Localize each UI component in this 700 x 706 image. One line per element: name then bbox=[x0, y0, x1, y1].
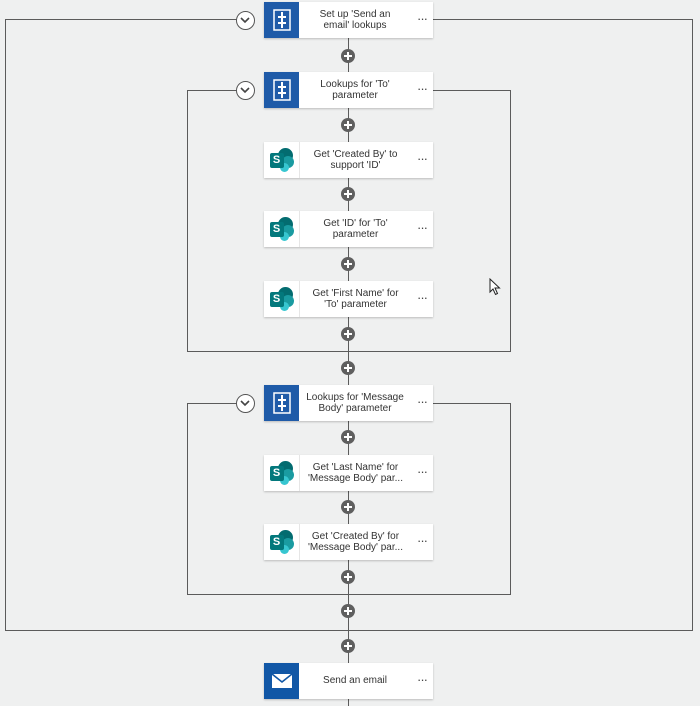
action-card-label: Send an email bbox=[323, 675, 387, 687]
connector-line bbox=[348, 699, 349, 706]
collapse-chevron-icon[interactable] bbox=[236, 11, 255, 30]
action-card-label: Get 'Last Name' for 'Message Body' par..… bbox=[308, 461, 403, 485]
add-step-button[interactable] bbox=[341, 187, 355, 201]
add-step-button[interactable] bbox=[341, 570, 355, 584]
add-step-button[interactable] bbox=[341, 430, 355, 444]
message-body-scope-frame bbox=[187, 403, 511, 595]
more-options-icon[interactable]: ··· bbox=[417, 10, 428, 26]
action-card-label: Get 'Created By' for 'Message Body' par.… bbox=[308, 530, 403, 554]
outer-scope-frame-top-left bbox=[5, 19, 237, 20]
more-options-icon[interactable]: ··· bbox=[417, 532, 428, 548]
action-card-label: Get 'First Name' for 'To' parameter bbox=[312, 287, 399, 311]
action-card-label: Lookups for 'Message Body' parameter bbox=[306, 391, 404, 415]
action-card-label: Get 'ID' for 'To' parameter bbox=[323, 217, 388, 241]
sharepoint-icon: S bbox=[264, 524, 299, 560]
scope-icon bbox=[264, 72, 299, 108]
to-scope-frame-top-right bbox=[433, 90, 511, 91]
sharepoint-icon: S bbox=[264, 455, 299, 491]
add-step-button[interactable] bbox=[341, 257, 355, 271]
action-card-label: Set up 'Send an email' lookups bbox=[319, 8, 391, 32]
scope-icon bbox=[264, 385, 299, 421]
sharepoint-icon: S bbox=[264, 211, 299, 247]
to-scope-frame-top-left bbox=[187, 90, 237, 91]
action-card-get-first-name[interactable]: S Get 'First Name' for 'To' parameter ··… bbox=[264, 281, 433, 317]
action-card-label: Lookups for 'To' parameter bbox=[320, 78, 390, 102]
outer-scope-frame bbox=[5, 19, 693, 631]
to-scope-frame bbox=[187, 90, 511, 352]
action-card-to-scope[interactable]: Lookups for 'To' parameter ··· bbox=[264, 72, 433, 108]
message-body-scope-frame-top-right bbox=[433, 403, 511, 404]
add-step-button[interactable] bbox=[341, 327, 355, 341]
add-step-button[interactable] bbox=[341, 118, 355, 132]
action-card-send-email[interactable]: Send an email ··· bbox=[264, 663, 433, 699]
action-card-get-created-by[interactable]: S Get 'Created By' to support 'ID' ··· bbox=[264, 142, 433, 178]
more-options-icon[interactable]: ··· bbox=[417, 393, 428, 409]
connector-line bbox=[348, 317, 349, 386]
action-card-get-last-name[interactable]: S Get 'Last Name' for 'Message Body' par… bbox=[264, 455, 433, 491]
add-step-button[interactable] bbox=[341, 361, 355, 375]
outer-scope-frame-top-right bbox=[433, 19, 693, 20]
sharepoint-icon: S bbox=[264, 281, 299, 317]
more-options-icon[interactable]: ··· bbox=[417, 80, 428, 96]
add-step-button[interactable] bbox=[341, 500, 355, 514]
action-card-get-id[interactable]: S Get 'ID' for 'To' parameter ··· bbox=[264, 211, 433, 247]
sharepoint-icon: S bbox=[264, 142, 299, 178]
scope-icon bbox=[264, 2, 299, 38]
mouse-pointer-icon bbox=[489, 277, 501, 301]
mail-icon bbox=[264, 663, 299, 699]
add-step-button[interactable] bbox=[341, 49, 355, 63]
action-card-get-created-by-message-body[interactable]: S Get 'Created By' for 'Message Body' pa… bbox=[264, 524, 433, 560]
more-options-icon[interactable]: ··· bbox=[417, 671, 428, 687]
add-step-button[interactable] bbox=[341, 639, 355, 653]
action-card-setup-scope[interactable]: Set up 'Send an email' lookups ··· bbox=[264, 2, 433, 38]
collapse-chevron-icon[interactable] bbox=[236, 394, 255, 413]
collapse-chevron-icon[interactable] bbox=[236, 81, 255, 100]
more-options-icon[interactable]: ··· bbox=[417, 219, 428, 235]
message-body-scope-frame-top-left bbox=[187, 403, 237, 404]
more-options-icon[interactable]: ··· bbox=[417, 463, 428, 479]
add-step-button[interactable] bbox=[341, 604, 355, 618]
more-options-icon[interactable]: ··· bbox=[417, 150, 428, 166]
action-card-message-body-scope[interactable]: Lookups for 'Message Body' parameter ··· bbox=[264, 385, 433, 421]
action-card-label: Get 'Created By' to support 'ID' bbox=[313, 148, 398, 172]
more-options-icon[interactable]: ··· bbox=[417, 289, 428, 305]
